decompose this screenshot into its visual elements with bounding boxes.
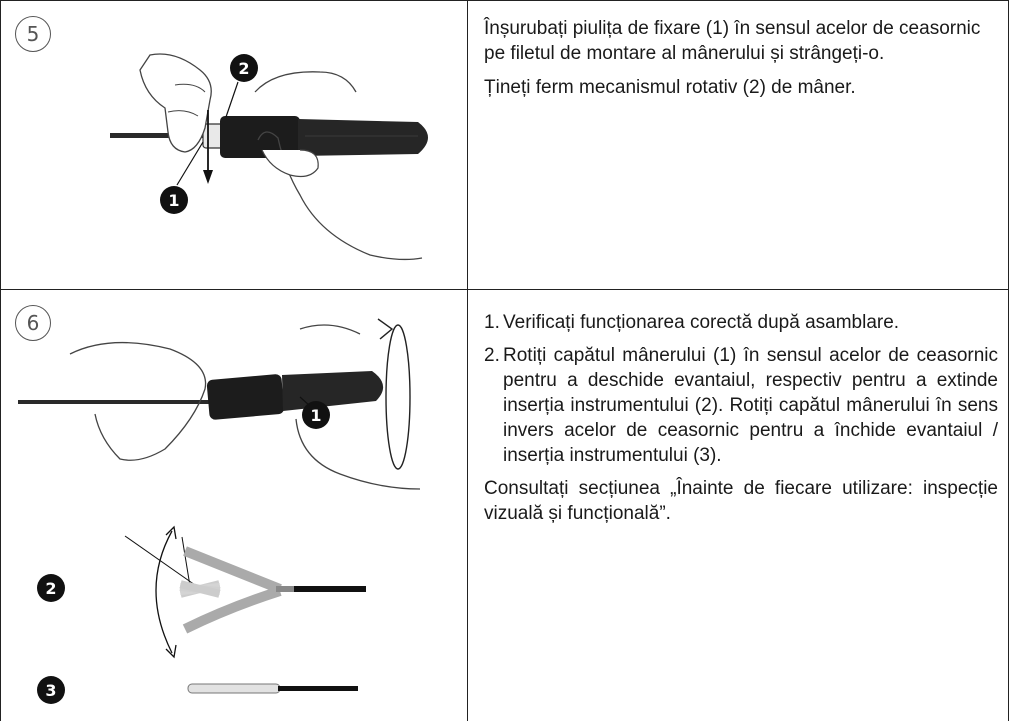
handle-grip — [282, 371, 383, 411]
handle-grip — [298, 119, 428, 156]
list-item: 1. Verificați funcționarea corectă după … — [484, 310, 998, 335]
operation-illustration — [0, 289, 467, 721]
numbered-steps: 1. Verificați funcționarea corectă după … — [484, 310, 998, 468]
assembly-illustration — [0, 0, 467, 289]
step-5-instructions: Înșurubați piulița de fixare (1) în sens… — [484, 16, 996, 109]
instruction-paragraph: Înșurubați piulița de fixare (1) în sens… — [484, 16, 996, 66]
fan-open-illustration — [125, 527, 366, 657]
column-divider — [467, 0, 468, 721]
fan-range-arc — [156, 531, 172, 653]
instrument-shaft — [18, 400, 213, 404]
list-item: 2. Rotiți capătul mânerului (1) în sensu… — [484, 343, 998, 468]
fan-closed-illustration — [188, 684, 358, 693]
list-text: Verificați funcționarea corectă după asa… — [503, 312, 899, 333]
list-text: Rotiți capătul mânerului (1) în sensul a… — [503, 345, 998, 466]
callout-1: 1 — [302, 401, 330, 429]
instruction-paragraph: Țineți ferm mecanismul rotativ (2) de mâ… — [484, 75, 996, 100]
rotation-arrow — [386, 325, 410, 469]
callout-3: 3 — [37, 676, 65, 704]
step-6-instructions: 1. Verificați funcționarea corectă după … — [484, 310, 998, 535]
handle-body — [206, 374, 284, 420]
callout-1: 1 — [160, 186, 188, 214]
reference-note: Consultați secțiunea „Înainte de fiecare… — [484, 476, 998, 526]
list-number: 1. — [484, 310, 500, 335]
callout-2: 2 — [37, 574, 65, 602]
list-number: 2. — [484, 343, 500, 368]
callout-2: 2 — [230, 54, 258, 82]
